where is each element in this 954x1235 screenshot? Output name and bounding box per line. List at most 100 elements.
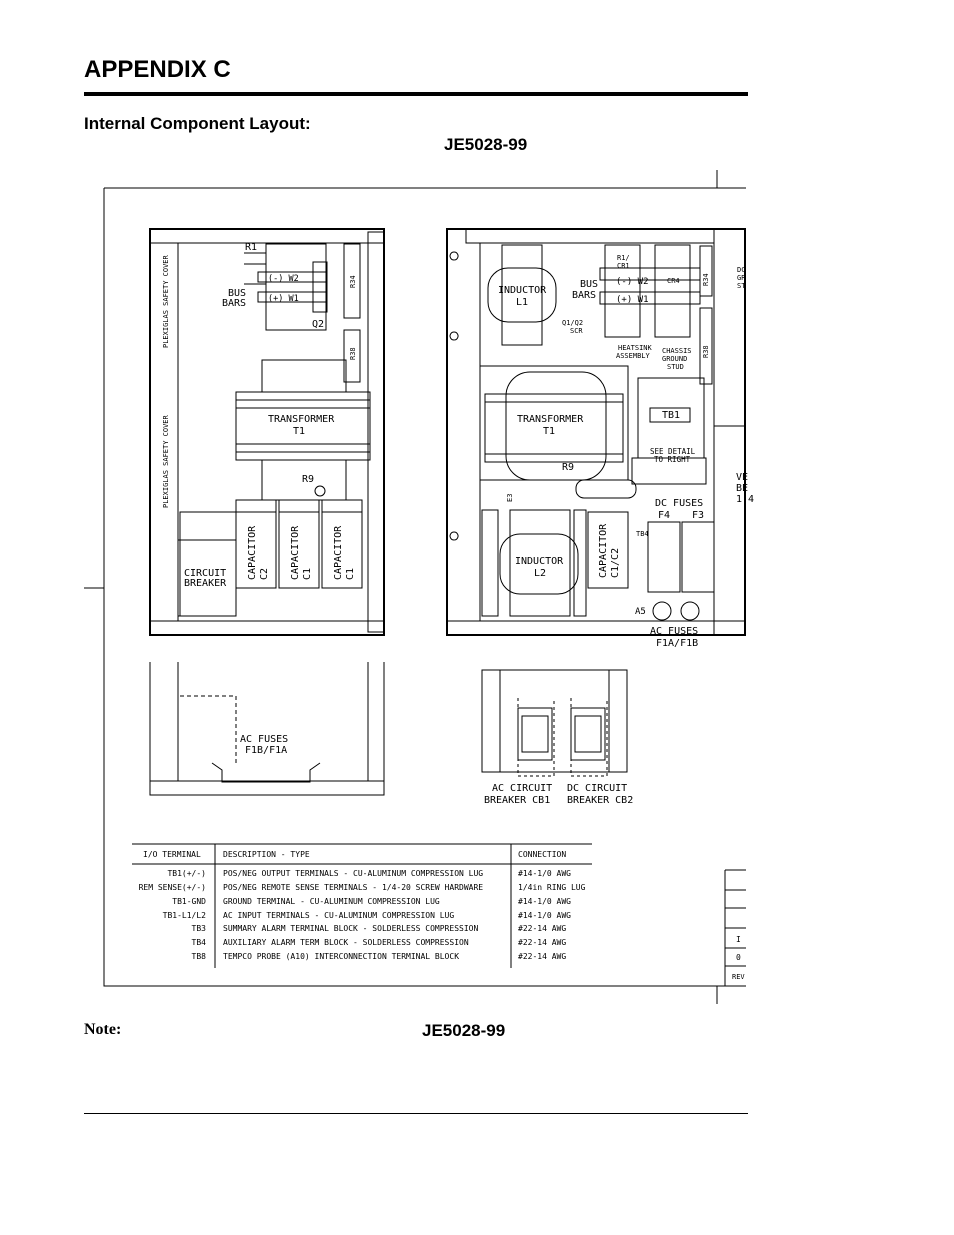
right-heatsink-label-1: HEATSINK (618, 344, 653, 352)
right-inductor-l2-label: INDUCTOR (515, 556, 564, 567)
right-capacitor-label: CAPACITOR (598, 523, 609, 578)
title-block (724, 869, 746, 986)
table-row-connection: #22-14 AWG (518, 952, 566, 961)
left-r38-label: R38 (349, 347, 357, 360)
right-r34-label: R34 (702, 273, 710, 286)
table-row-connection: #14-1/0 AWG (518, 897, 571, 906)
table-row-description: TEMPCO PROBE (A10) INTERCONNECTION TERMI… (223, 952, 459, 961)
model-number-top: JE5028-99 (444, 135, 528, 154)
right-edge-label-4: VE (736, 472, 748, 483)
table-row-description: AC INPUT TERMINALS - CU-ALUMINUM COMPRES… (223, 911, 454, 920)
right-edge-label-1: DC (737, 266, 745, 274)
left-capacitor-2-id: C1 (302, 568, 313, 580)
left-capacitor-1-id: C2 (259, 568, 270, 580)
right-bus-bars-label-1: BUS (580, 279, 598, 290)
table-header-terminal: I/O TERMINAL (143, 850, 201, 859)
right-see-detail-label-1: SEE DETAIL (650, 447, 696, 456)
table-header-description: DESCRIPTION - TYPE (223, 850, 310, 859)
left-r1-label: R1 (245, 242, 257, 253)
right-chassis-label-3: STUD (667, 363, 684, 371)
right-inductor-l1-id: L1 (516, 297, 528, 308)
right-r1-label: R1/ (617, 254, 630, 262)
terminal-table: I/O TERMINAL DESCRIPTION - TYPE CONNECTI… (139, 850, 586, 961)
right-inductor-l2-id: L2 (534, 568, 546, 579)
left-r34-label: R34 (349, 275, 357, 288)
left-bus-bars-label-1: BUS (228, 288, 246, 299)
right-w2-label: (-) W2 (616, 277, 649, 287)
table-row-terminal: TB1-GND (172, 897, 206, 906)
left-transformer-id: T1 (293, 426, 305, 437)
right-transformer-id: T1 (543, 426, 555, 437)
ac-breaker-label-1: AC CIRCUIT (492, 783, 552, 794)
right-cr1-label: CR1 (617, 262, 630, 270)
table-row-description: AUXILIARY ALARM TERM BLOCK - SOLDERLESS … (223, 938, 469, 947)
right-a5-label: A5 (635, 607, 646, 617)
bottom-rule (84, 1113, 748, 1114)
table-row-terminal: TB1(+/-) (167, 869, 206, 878)
dc-breaker-label-2: BREAKER CB2 (567, 795, 633, 806)
model-number-bottom: JE5028-99 (422, 1021, 506, 1040)
right-cr4-label: CR4 (667, 277, 680, 285)
right-see-detail-label-2: TO RIGHT (654, 455, 691, 464)
right-chassis-label-2: GROUND (662, 355, 687, 363)
left-r9-label: R9 (302, 474, 314, 485)
table-row-terminal: TB3 (192, 924, 207, 933)
left-side-view (149, 228, 385, 636)
terminal-table-lines (132, 843, 592, 968)
right-scr-label-1: Q1/Q2 (562, 319, 583, 327)
bottom-side-view (149, 662, 385, 796)
right-ac-fuses-label: AC FUSES (650, 626, 698, 637)
dc-breaker-label-1: DC CIRCUIT (567, 783, 627, 794)
table-row-description: POS/NEG REMOTE SENSE TERMINALS - 1/4-20 … (223, 883, 483, 892)
left-circuit-breaker-label-1: CIRCUIT (184, 568, 226, 579)
table-row-description: GROUND TERMINAL - CU-ALUMINUM COMPRESSIO… (223, 897, 440, 906)
table-row-connection: #22-14 AWG (518, 938, 566, 947)
table-row-terminal: REM SENSE(+/-) (139, 883, 206, 892)
bottom-ac-fuses-id: F1B/F1A (245, 745, 287, 756)
table-row-terminal: TB4 (192, 938, 207, 947)
right-tb1-label: TB1 (662, 410, 680, 421)
right-chassis-label-1: CHASSIS (662, 347, 692, 355)
table-row-connection: #14-1/0 AWG (518, 911, 571, 920)
right-heatsink-label-2: ASSEMBLY (616, 352, 651, 360)
left-capacitor-2-label: CAPACITOR (290, 525, 301, 580)
note-label: Note: (84, 1021, 122, 1038)
right-dc-fuse-f3: F3 (692, 510, 704, 521)
table-row-description: POS/NEG OUTPUT TERMINALS - CU-ALUMINUM C… (223, 869, 483, 878)
left-cover-label-bottom: PLEXIGLAS SAFETY COVER (162, 414, 170, 508)
bottom-ac-fuses-label: AC FUSES (240, 734, 288, 745)
left-w2-label: (-) W2 (268, 274, 299, 284)
left-capacitor-3-id: C1 (345, 568, 356, 580)
right-w1-label: (+) W1 (616, 295, 649, 305)
left-capacitor-1-label: CAPACITOR (247, 525, 258, 580)
right-scr-label-2: SCR (570, 327, 583, 335)
right-edge-label-6: 1.4 (736, 494, 754, 505)
right-edge-label-2: GR (737, 274, 746, 282)
right-dc-fuses-label: DC FUSES (655, 498, 703, 509)
right-ac-fuses-id: F1A/F1B (656, 638, 698, 649)
left-capacitor-3-label: CAPACITOR (333, 525, 344, 580)
right-edge-label-5: BE (736, 483, 748, 494)
right-tb4-label: TB4 (636, 530, 649, 538)
table-header-connection: CONNECTION (518, 850, 566, 859)
title-block-row-2: 0 (736, 953, 741, 962)
left-circuit-breaker-label-2: BREAKER (184, 578, 227, 589)
right-r9-label: R9 (562, 462, 574, 473)
table-row-connection: 1/4in RING LUG (518, 883, 586, 892)
right-transformer-label: TRANSFORMER (517, 414, 584, 425)
left-transformer-label: TRANSFORMER (268, 414, 335, 425)
table-row-connection: #14-1/0 AWG (518, 869, 571, 878)
section-subheading: Internal Component Layout: (84, 114, 311, 133)
table-row-connection: #22-14 AWG (518, 924, 566, 933)
left-bus-bars-label-2: BARS (222, 298, 246, 309)
right-e3-label: E3 (506, 494, 514, 502)
right-r38-label: R38 (702, 345, 710, 358)
right-dc-fuse-f4: F4 (658, 510, 670, 521)
right-edge-label-3: ST (737, 282, 746, 290)
left-q2-label: Q2 (312, 319, 324, 330)
right-inductor-l1-label: INDUCTOR (498, 285, 547, 296)
page-heading: APPENDIX C (84, 56, 231, 83)
left-w1-label: (+) W1 (268, 294, 299, 304)
title-block-row-1: I (736, 935, 741, 944)
